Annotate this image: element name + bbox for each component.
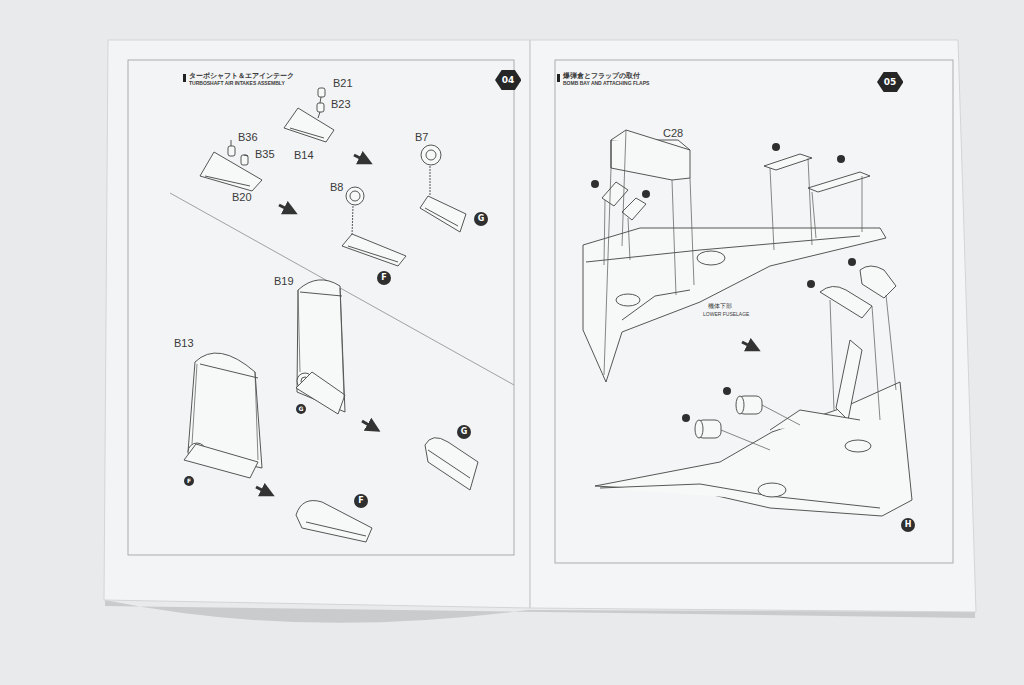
part-number: B13 [174, 337, 194, 349]
callout-letter: G [299, 406, 304, 412]
subassembly-callout: G [296, 404, 306, 414]
subassembly-callout: F [354, 494, 368, 508]
part-reference-dots [591, 143, 856, 422]
part-number: B36 [238, 131, 258, 143]
subassembly-callout: F [184, 476, 194, 486]
callout-letter: 04 [502, 76, 515, 85]
parts-drawing [184, 88, 912, 542]
page-fold [530, 40, 531, 608]
part-number: B8 [330, 181, 343, 193]
right-page [530, 40, 976, 612]
subassembly-callout: H [901, 518, 915, 532]
callout-letter: F [187, 478, 191, 484]
step-heading: TURBOSHAFT AIR INTAKES ASSEMBLY [189, 81, 285, 87]
part-number: B7 [415, 131, 428, 143]
step-heading: 爆弾倉とフラップの取付 [563, 72, 640, 80]
callout-letter: H [905, 521, 912, 529]
step-heading: BOMB BAY AND ATTACHING FLAPS [563, 81, 649, 87]
step-arrows [256, 155, 754, 493]
part-number: B19 [274, 275, 294, 287]
leader-lines [192, 130, 896, 460]
callout-letter: G [478, 215, 485, 223]
header-bar [557, 74, 560, 82]
part-number: B20 [232, 191, 252, 203]
part-number: B21 [333, 77, 353, 89]
step-number-badge: 04 [495, 70, 522, 90]
left-page [104, 40, 530, 608]
part-number: B35 [255, 148, 275, 160]
step-frame [555, 60, 953, 563]
step-heading: ターボシャフト＆エアインテーク [189, 72, 294, 80]
subassembly-callout: G [457, 425, 471, 439]
callout-letter: F [381, 274, 386, 282]
callout-letter: F [358, 497, 363, 505]
step-frame [128, 60, 514, 555]
step-heading: LOWER FUSELAGE [703, 312, 749, 318]
callout-letter: 05 [884, 78, 897, 87]
subassembly-callout: G [474, 212, 488, 226]
part-number: B23 [331, 98, 351, 110]
part-number: C28 [663, 127, 683, 139]
header-bar [183, 74, 186, 82]
step-number-badge: 05 [877, 72, 904, 92]
step-heading: 機体下部 [708, 303, 732, 310]
subassembly-callout: F [377, 271, 391, 285]
callout-letter: G [461, 428, 468, 436]
part-number: B14 [294, 149, 314, 161]
